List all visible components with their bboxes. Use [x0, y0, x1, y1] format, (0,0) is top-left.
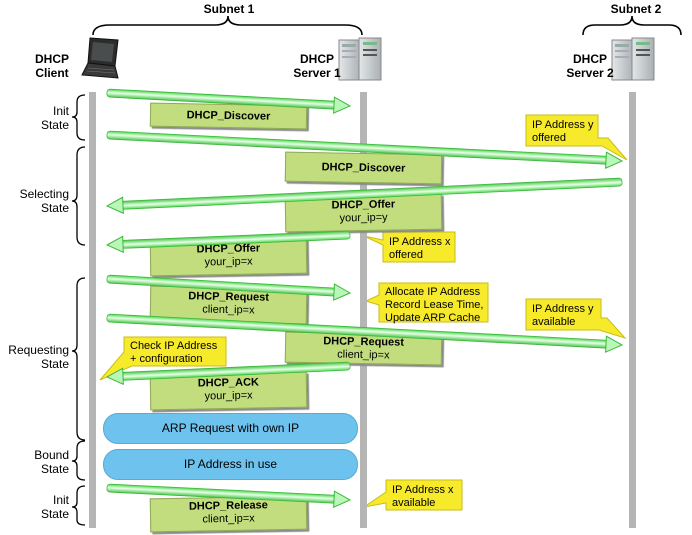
- dhcp-client-label: DHCP Client: [30, 52, 74, 80]
- callout-line: IP Address x: [389, 236, 451, 248]
- callout-line: Record Lease Time,: [385, 299, 484, 311]
- client-lifeline: [89, 92, 96, 528]
- state-label-selecting-line1: Selecting: [19, 187, 69, 201]
- callout-line: Allocate IP Address: [385, 286, 481, 298]
- state-label-init-1-line2: State: [40, 118, 69, 132]
- subnet-1-brace: [92, 15, 363, 36]
- state-label-bound: Bound State: [5, 448, 69, 476]
- state-brace-requesting: [71, 277, 86, 441]
- arrow-head-icon: [605, 335, 624, 353]
- server-2-lifeline: [629, 92, 636, 528]
- state-label-init-1: Init State: [5, 104, 69, 132]
- laptop-icon: [81, 37, 119, 79]
- state-label-init-2: Init State: [5, 493, 69, 521]
- callout-shape-x-offered: [363, 231, 456, 263]
- callout-allocate: Allocate IP Address Record Lease Time, U…: [380, 283, 488, 328]
- dhcp-server-1-label: DHCP Server 1: [292, 52, 342, 80]
- dhcp-client-label-line2: Client: [35, 66, 69, 80]
- server-1-lifeline: [360, 92, 367, 528]
- state-label-bound-line2: State: [40, 462, 69, 476]
- callout-line: + configuration: [130, 353, 203, 365]
- arrow-head-icon: [105, 196, 124, 215]
- message-arrow-discover-1: [106, 130, 624, 169]
- callout-shape-x-available: [363, 479, 463, 511]
- state-label-bound-line1: Bound: [34, 448, 69, 462]
- state-brace-bound: [71, 440, 86, 481]
- callout-line: Check IP Address: [130, 340, 218, 352]
- callout-line: available: [532, 316, 576, 328]
- callout-line: Update ARP Cache: [385, 312, 481, 324]
- arrow-head-icon: [333, 490, 352, 508]
- state-label-init-2-line1: Init: [52, 493, 69, 507]
- message-arrow-release-7: [106, 483, 352, 508]
- arrow-head-icon: [105, 367, 124, 386]
- callout-shape-allocate: [364, 282, 489, 323]
- callout-ip-y-available: IP Address y available: [527, 300, 599, 332]
- message-arrow-request-5: [106, 313, 624, 353]
- state-brace-init-2: [71, 485, 86, 526]
- callout-line: offered: [389, 249, 424, 261]
- callout-line: IP Address x: [392, 484, 454, 496]
- message-arrow-discover-0: [106, 88, 352, 114]
- message-arrow-ack-6: [105, 361, 351, 386]
- state-label-selecting: Selecting State: [5, 187, 69, 215]
- callout-line: offered: [532, 132, 567, 144]
- dhcp-client-label-line1: DHCP: [34, 52, 69, 66]
- state-label-requesting: Requesting State: [5, 343, 69, 371]
- activity-arp-request: ARP Request with own IP: [103, 413, 358, 444]
- callout-line: available: [392, 497, 436, 509]
- message-arrow-offer-2: [105, 177, 623, 215]
- dhcp-server-1-label-line2: Server 1: [293, 66, 341, 80]
- subnet-1-label: Subnet 1: [203, 2, 255, 16]
- message-arrow-request-4: [106, 274, 352, 301]
- server-2-icon: [611, 37, 655, 81]
- callout-line: IP Address y: [532, 303, 594, 315]
- dhcp-server-2-label-line2: Server 2: [566, 66, 614, 80]
- callout-ip-x-available: IP Address x available: [387, 481, 459, 513]
- callout-ip-y-offered: IP Address y offered: [527, 116, 599, 148]
- arrow-head-icon: [105, 235, 124, 254]
- callout-shape-y-available: [525, 298, 627, 340]
- callout-shape-y-offered: [525, 114, 628, 161]
- arrow-head-icon: [333, 283, 352, 301]
- callout-ip-x-offered: IP Address x offered: [384, 233, 456, 265]
- callout-line: IP Address y: [532, 119, 594, 131]
- dhcp-server-1-label-line1: DHCP: [299, 52, 334, 66]
- callout-shape-check-ip: [99, 336, 227, 381]
- state-brace-selecting: [71, 146, 86, 246]
- state-label-requesting-line2: State: [40, 357, 69, 371]
- subnet-2-brace: [582, 15, 682, 36]
- subnet-2-label: Subnet 2: [610, 2, 662, 16]
- dhcp-server-2-label: DHCP Server 2: [565, 52, 615, 80]
- activity-ip-in-use: IP Address in use: [103, 449, 358, 480]
- state-label-init-2-line2: State: [40, 507, 69, 521]
- state-label-requesting-line1: Requesting: [8, 343, 69, 357]
- server-1-icon: [338, 37, 382, 81]
- arrow-head-icon: [605, 151, 624, 169]
- state-brace-init-1: [71, 94, 86, 141]
- message-arrow-offer-3: [105, 230, 351, 254]
- state-label-selecting-line2: State: [40, 201, 69, 215]
- arrow-head-icon: [333, 96, 352, 114]
- callout-check-ip: Check IP Address + configuration: [125, 337, 222, 369]
- state-label-init-1-line1: Init: [52, 104, 69, 118]
- dhcp-server-2-label-line1: DHCP: [572, 52, 607, 66]
